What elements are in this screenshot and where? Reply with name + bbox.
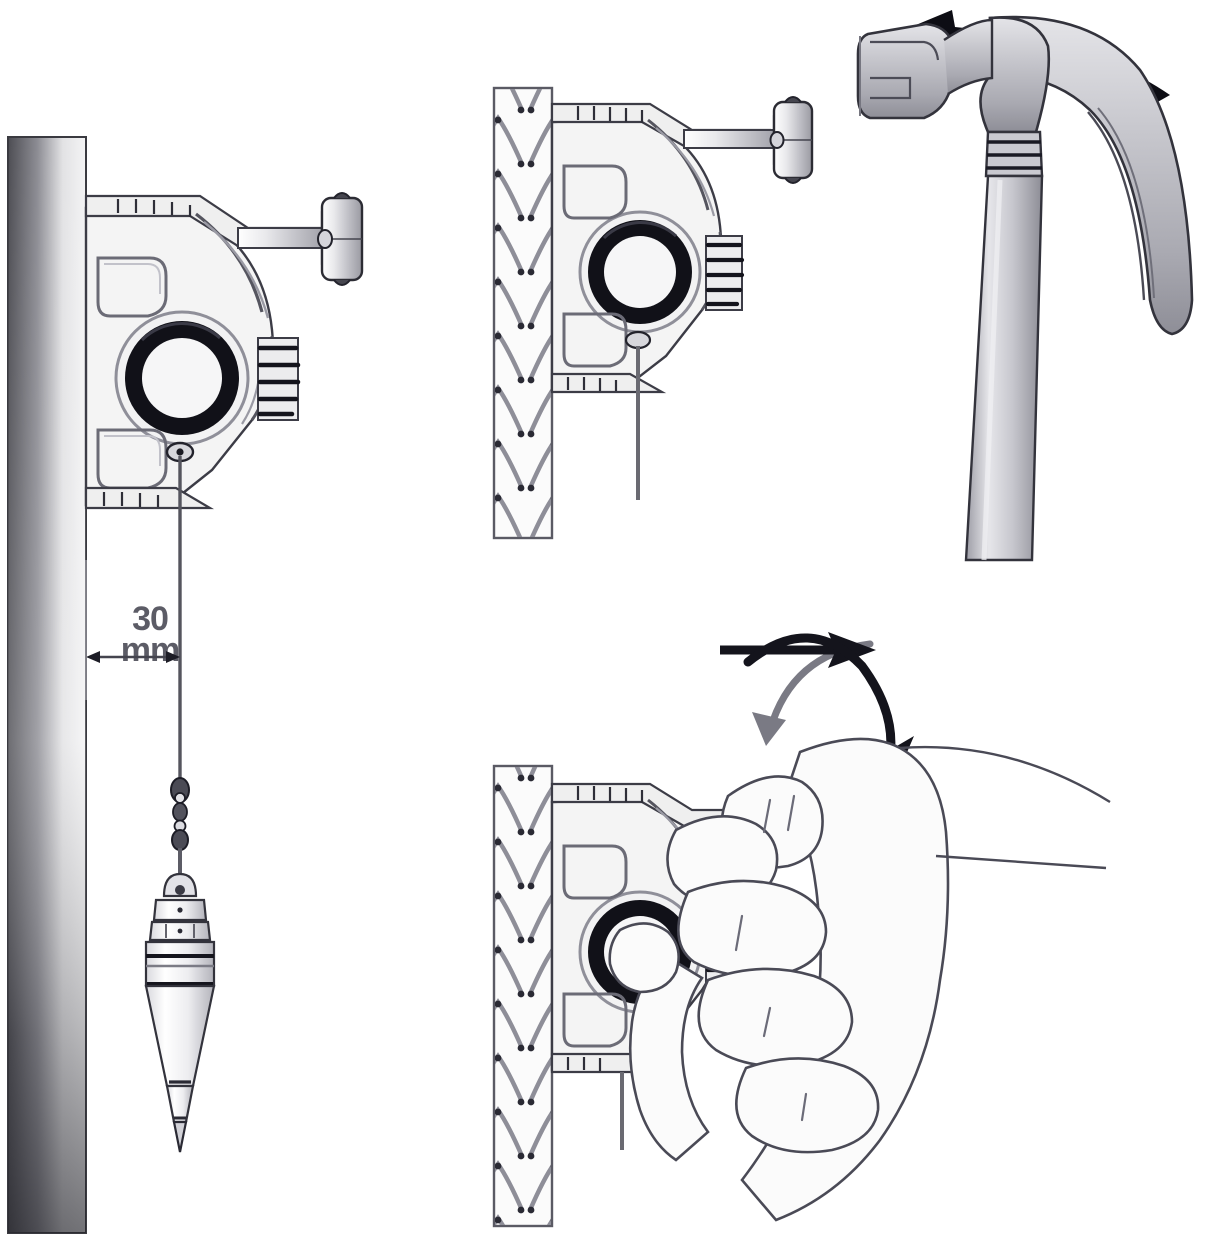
comb-teeth-bottom — [102, 492, 160, 507]
gripping-hand — [608, 737, 950, 1222]
t-bolt-handle — [237, 192, 364, 286]
wall-mounted-bracket-panel — [470, 60, 870, 560]
dimension-value: 30 — [132, 600, 168, 638]
hand-adjustment-panel — [470, 620, 1226, 1241]
comb-teeth-top — [116, 199, 192, 217]
line-anchor — [624, 330, 652, 350]
bracket-cutouts — [96, 256, 168, 490]
bracket-bore — [578, 210, 702, 334]
claw-hammer — [856, 15, 1194, 562]
offset-dimension: 30 mm — [85, 560, 180, 700]
wall-slab — [7, 136, 87, 1234]
t-bolt-handle — [683, 96, 814, 184]
ferrule-bands — [984, 130, 1044, 178]
bracket-assembly — [550, 102, 772, 394]
bracket-ribs — [705, 235, 745, 311]
pull-arrow — [720, 632, 876, 668]
hatched-wall-section — [492, 764, 554, 1228]
bracket-ribs — [257, 337, 301, 421]
bob-bands — [146, 954, 214, 986]
hammer-panel — [840, 0, 1226, 562]
dimension-unit: mm — [121, 631, 179, 669]
plumb-bob — [144, 777, 216, 1153]
hatched-wall-section — [492, 86, 554, 540]
hand-creases — [734, 794, 808, 1122]
arm-contours — [899, 745, 1111, 870]
plumb-alignment-panel: 30 mm — [0, 0, 470, 1241]
bracket-bore — [114, 310, 250, 446]
